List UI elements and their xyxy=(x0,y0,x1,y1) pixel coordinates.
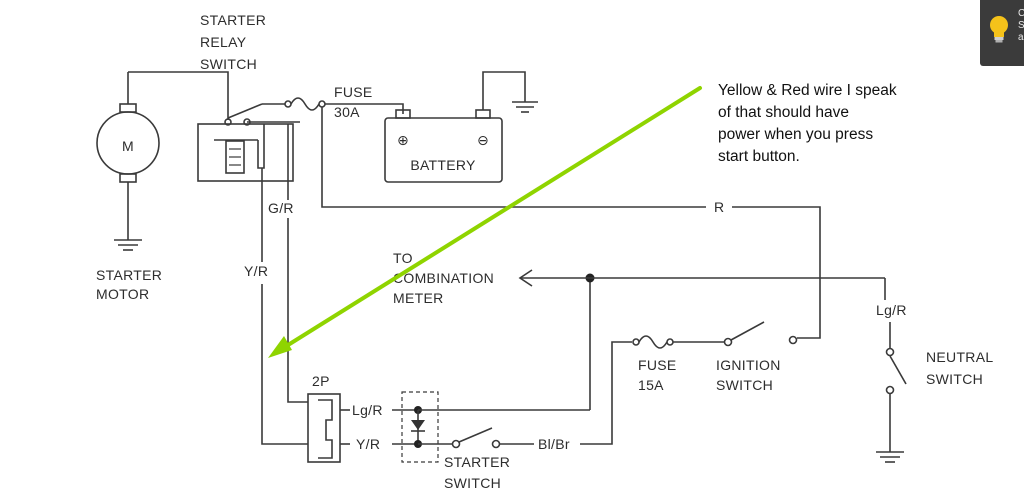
battery-symbol: ⊕ ⊖ BATTERY xyxy=(384,109,503,183)
wire-lgr-label: Lg/R xyxy=(876,302,907,318)
combination-meter-label: METER xyxy=(393,290,444,306)
combination-meter-label: COMBINATION xyxy=(393,270,494,286)
motor-letter: M xyxy=(122,138,134,154)
annotation-line: start button. xyxy=(718,148,800,165)
wire-gr-label: G/R xyxy=(268,200,294,216)
neutral-switch-label: NEUTRAL xyxy=(926,349,993,365)
annotation-line: Yellow & Red wire I speak xyxy=(718,82,897,99)
fuse-15a-label: 15A xyxy=(638,377,664,393)
fuse-30a-label: 30A xyxy=(334,104,360,120)
battery-minus-icon: ⊖ xyxy=(477,132,489,148)
starter-relay-label: SWITCH xyxy=(200,56,257,72)
annotation-line: of that should have xyxy=(718,104,849,121)
wire-r-label: R xyxy=(714,199,724,215)
connector-2p-symbol xyxy=(307,393,341,463)
conn-yr-label: Y/R xyxy=(356,436,380,452)
diode-unit-symbol xyxy=(392,391,439,463)
battery-label: BATTERY xyxy=(410,157,476,173)
starter-relay-symbol xyxy=(197,103,300,182)
lightbulb-icon xyxy=(990,16,1008,43)
annotation-line: power when you press xyxy=(718,126,874,143)
combination-meter-label: TO xyxy=(393,250,413,266)
starter-relay-label: RELAY xyxy=(200,34,247,50)
hint-tooltip[interactable]: C S a xyxy=(980,0,1024,66)
wire-yr-label: Y/R xyxy=(244,263,268,279)
ignition-switch-symbol xyxy=(723,321,798,347)
neutral-switch-label: SWITCH xyxy=(926,371,983,387)
starter-motor-symbol: M xyxy=(96,72,160,251)
starter-switch-label: STARTER xyxy=(444,454,510,470)
fuse-15a-label: FUSE xyxy=(638,357,677,373)
fuse-30a-symbol xyxy=(284,97,326,111)
annotation-text: Yellow & Red wire I speak of that should… xyxy=(718,80,948,168)
annotation-arrow xyxy=(268,86,702,358)
battery-plus-icon: ⊕ xyxy=(397,132,409,148)
ignition-switch-label: SWITCH xyxy=(716,377,773,393)
tooltip-text: C S a xyxy=(1018,8,1024,43)
ignition-switch-label: IGNITION xyxy=(716,357,781,373)
connector-2p-label: 2P xyxy=(312,373,330,389)
fuse-15a-symbol xyxy=(632,335,674,349)
starter-motor-label: STARTER xyxy=(96,267,162,283)
starter-relay-label: STARTER xyxy=(200,12,266,28)
starter-motor-label: MOTOR xyxy=(96,286,149,302)
neutral-switch-symbol xyxy=(876,347,907,463)
wire-blbr-label: Bl/Br xyxy=(538,436,570,452)
conn-lgr-label: Lg/R xyxy=(352,402,383,418)
fuse-30a-label: FUSE xyxy=(334,84,373,100)
starter-switch-symbol xyxy=(418,427,534,449)
starter-switch-label: SWITCH xyxy=(444,475,501,491)
